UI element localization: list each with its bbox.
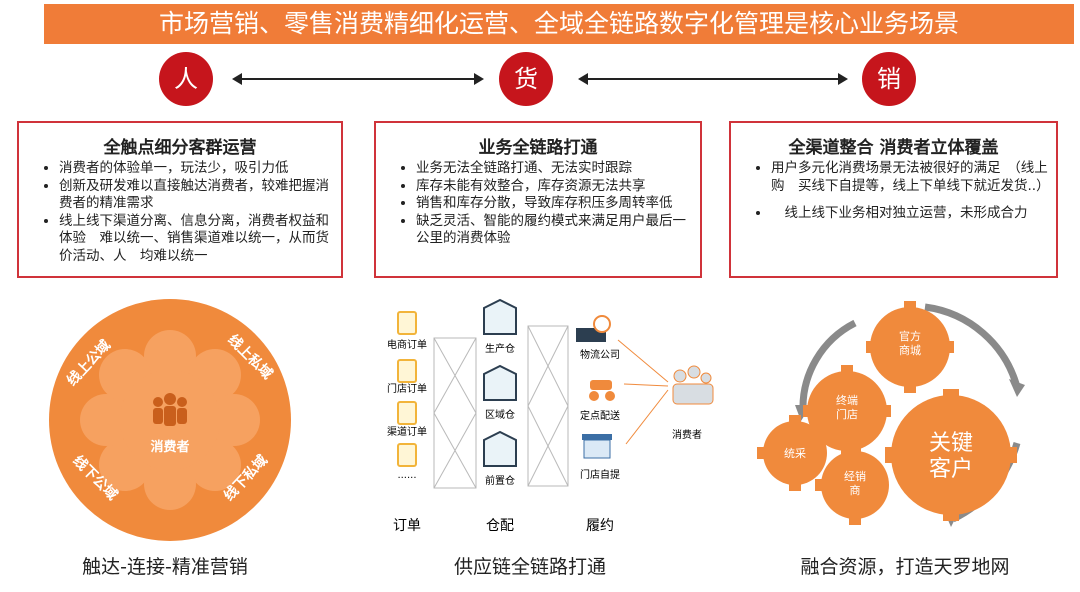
fulfillment-label: 定点配送: [580, 409, 620, 422]
ring-center-label: 消费者: [150, 439, 189, 455]
circle-goods: 货: [499, 52, 553, 106]
order-label: ......: [397, 470, 416, 481]
truck-icon: [576, 315, 611, 342]
pillar-bullet: 创新及研发难以直接触达消费者，较难把握消费者的精准需求: [59, 178, 333, 213]
gear-label: 官方商城: [899, 329, 921, 357]
people-icon: [153, 393, 187, 426]
warehouse-label: 区域仓: [485, 408, 515, 421]
gear-teeth: [757, 301, 1017, 525]
scooter-icon: [589, 380, 615, 401]
column-label: 仓配: [486, 518, 514, 534]
supply-chain-caption: 供应链全链路打通: [453, 556, 606, 578]
double-arrow-1: [232, 73, 484, 85]
banner-title: 市场营销、零售消费精细化运营、全域全链路数字化管理是核心业务场景: [44, 4, 1074, 44]
pillar-bullet: 消费者的体验单一，玩法少，吸引力低: [59, 160, 333, 178]
pillar-heading: 全渠道整合 消费者立体覆盖: [788, 138, 999, 158]
fulfillment-lines: [617, 339, 669, 445]
warehouse-icons: [483, 298, 517, 467]
consumer-ring-diagram: 消费者 线上公域 线上私域 线下公域 线下私域: [49, 299, 291, 541]
pillar-bullet: 用户多元化消费场景无法被很好的满足 （线上购 买线下自提等，线上下单线下就近发货…: [771, 160, 1050, 195]
pillar-heading: 业务全链路打通: [478, 138, 598, 158]
order-label: 渠道订单: [387, 425, 427, 438]
pillar-box-goods: 业务全链路打通 业务无法全链路打通、无法实时跟踪 库存未能有效整合，库存资源无法…: [374, 121, 702, 278]
gear-label: 终端门店: [836, 393, 858, 421]
inner-bubbles: [80, 330, 260, 510]
pillar-bullet: 缺乏灵活、智能的履约模式来满足用户最后一公里的消费体验: [416, 213, 692, 248]
circle-person: 人: [159, 52, 213, 106]
double-arrow-2: [578, 73, 848, 85]
store-icon: [582, 434, 612, 459]
gear-shapes: [763, 307, 1011, 519]
pillar-bullet: 线上线下渠道分离、信息分离，消费者权益和体验 难以统一、销售渠道难以统一，从而货…: [59, 213, 333, 266]
fulfillment-label: 物流公司: [580, 348, 620, 361]
pillar-box-sales: 全渠道整合 消费者立体覆盖 用户多元化消费场景无法被很好的满足 （线上购 买线下…: [729, 121, 1058, 278]
gear-label: 统采: [784, 447, 806, 460]
pillar-bullet: 线上线下业务相对独立运营，未形成合力: [771, 205, 1048, 223]
column-label: 订单: [393, 518, 421, 534]
pillar-bullet: 库存未能有效整合，库存资源无法共享: [416, 178, 692, 196]
warehouse-label: 生产仓: [485, 342, 515, 355]
pillar-bullet: 销售和库存分散，导致库存积压多周转率低: [416, 195, 692, 213]
pillar-heading: 全触点细分客群运营: [103, 138, 257, 158]
circle-sales: 销: [862, 52, 916, 106]
order-label: 门店订单: [387, 382, 427, 395]
supply-chain-diagram: 电商订单 门店订单 渠道订单 ...... 生产仓 区域仓 前置仓 物流公司 定…: [387, 298, 714, 534]
column-label: 履约: [586, 518, 614, 534]
order-label: 电商订单: [387, 338, 427, 351]
fulfillment-label: 门店自提: [580, 468, 620, 481]
connector-lines: [433, 325, 569, 489]
consumer-group-icon: [672, 365, 714, 405]
gears-caption: 融合资源，打造天罗地网: [800, 556, 1010, 578]
ring-caption: 触达-连接-精准营销: [82, 556, 248, 578]
warehouse-label: 前置仓: [485, 474, 515, 487]
gears-diagram: 官方商城 终端门店 统采 经销商 关键客户: [757, 301, 1025, 527]
pillar-bullet: 业务无法全链路打通、无法实时跟踪: [416, 160, 692, 178]
pillar-box-person: 全触点细分客群运营 消费者的体验单一，玩法少，吸引力低 创新及研发难以直接触达消…: [17, 121, 343, 278]
gear-label-main: 关键客户: [929, 431, 973, 482]
gear-label: 经销商: [844, 469, 866, 497]
order-icons: [397, 311, 417, 467]
consumer-label: 消费者: [672, 428, 702, 441]
